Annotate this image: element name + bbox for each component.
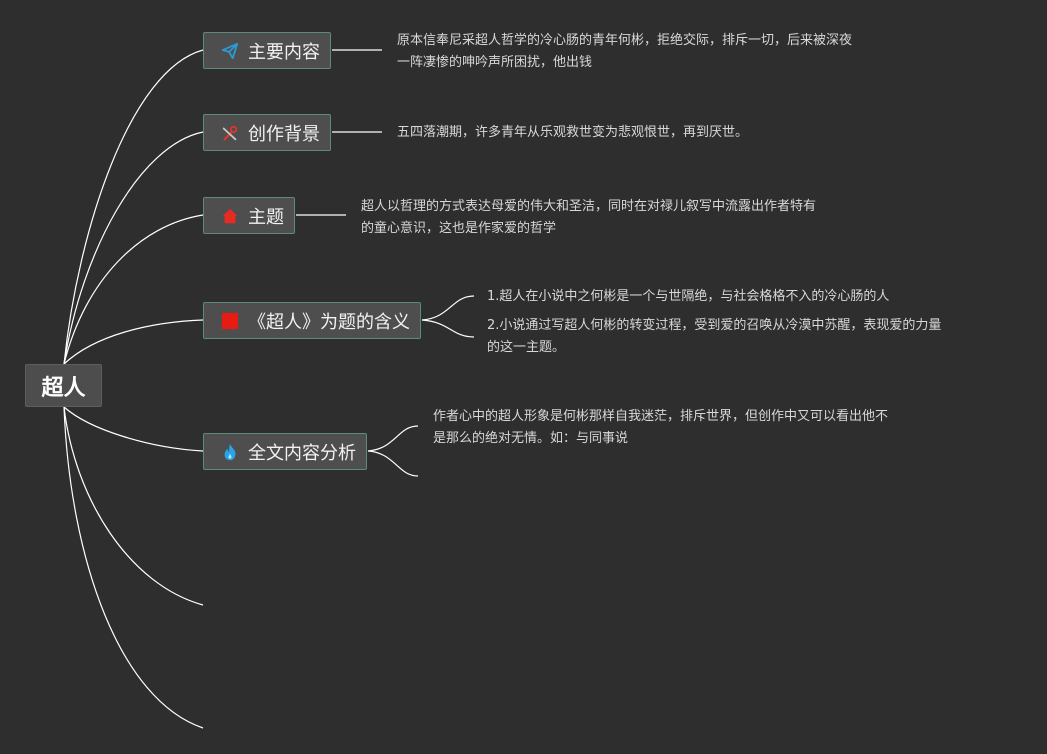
note-title-meaning-1: 1.超人在小说中之何彬是一个与世隔绝，与社会格格不入的冷心肠的人 (487, 286, 889, 308)
branch-line-6 (63, 406, 204, 606)
topic-label: 主要内容 (248, 41, 320, 63)
note-line-5b (367, 450, 419, 477)
note-line: 一阵凄惨的呻吟声所困扰，他出钱 (397, 55, 593, 70)
topic-title-meaning[interactable]: 《超人》为题的含义 (203, 302, 421, 339)
topic-label: 主题 (248, 206, 284, 228)
note-line: 的这一主题。 (487, 340, 566, 355)
note-title-meaning-2: 2.小说通过写超人何彬的转变过程，受到爱的召唤从冷漠中苏醒，表现爱的力量 的这一… (487, 315, 941, 359)
branch-line-5 (63, 406, 204, 452)
note-line: 原本信奉尼采超人哲学的冷心肠的青年何彬，拒绝交际，排斥一切，后来被深夜 (397, 33, 853, 48)
branch-line-3 (63, 214, 204, 365)
note-line: 五四落潮期，许多青年从乐观救世变为悲观恨世，再到厌世。 (397, 125, 749, 140)
branch-line-4 (63, 319, 204, 365)
note-theme: 超人以哲理的方式表达母爱的伟大和圣洁，同时在对禄儿叙写中流露出作者特有 的童心意… (361, 196, 816, 240)
flame-icon (220, 442, 240, 462)
note-line: 超人以哲理的方式表达母爱的伟大和圣洁，同时在对禄儿叙写中流露出作者特有 (361, 199, 817, 214)
topic-analysis[interactable]: 全文内容分析 (203, 433, 367, 470)
branch-line-1 (63, 49, 204, 365)
note-line-4a (421, 295, 475, 321)
paper-plane-icon (220, 41, 240, 61)
note-line-5a (367, 425, 419, 452)
topic-main-content[interactable]: 主要内容 (203, 32, 331, 69)
red-square-icon (220, 311, 240, 331)
topic-theme[interactable]: 主题 (203, 197, 295, 234)
note-line: 作者心中的超人形象是何彬那样自我迷茫，排斥世界，但创作中又可以看出他不 (433, 409, 889, 424)
note-main-content: 原本信奉尼采超人哲学的冷心肠的青年何彬，拒绝交际，排斥一切，后来被深夜 一阵凄惨… (397, 30, 852, 74)
topic-label: 《超人》为题的含义 (248, 311, 410, 333)
topic-label: 创作背景 (248, 123, 320, 145)
note-line-4b (421, 319, 475, 338)
note-analysis: 作者心中的超人形象是何彬那样自我迷茫，排斥世界，但创作中又可以看出他不 是那么的… (433, 406, 888, 450)
topic-background[interactable]: 创作背景 (203, 114, 331, 151)
root-topic[interactable]: 超人 (25, 364, 102, 407)
root-label: 超人 (41, 375, 86, 401)
note-line: 是那么的绝对无情。如：与同事说 (433, 431, 629, 446)
tools-icon (220, 123, 240, 143)
branch-line-7 (63, 406, 204, 729)
house-icon (220, 206, 240, 226)
branch-line-2 (63, 131, 204, 365)
topic-label: 全文内容分析 (248, 442, 356, 464)
note-line: 1.超人在小说中之何彬是一个与世隔绝，与社会格格不入的冷心肠的人 (487, 289, 890, 304)
note-line: 的童心意识，这也是作家爱的哲学 (361, 221, 557, 236)
note-background: 五四落潮期，许多青年从乐观救世变为悲观恨世，再到厌世。 (397, 122, 748, 144)
note-line: 2.小说通过写超人何彬的转变过程，受到爱的召唤从冷漠中苏醒，表现爱的力量 (487, 318, 942, 333)
